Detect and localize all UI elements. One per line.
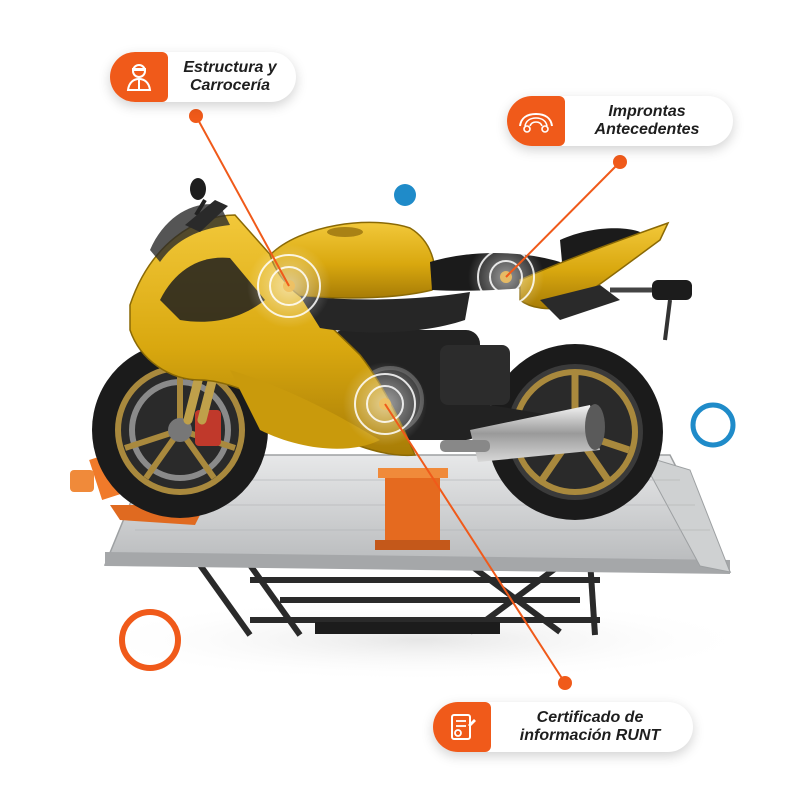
deco-orange-ring xyxy=(119,609,181,671)
callout-imprints-line2: Antecedentes xyxy=(594,121,700,138)
callout-certificate-label: Certificado de información RUNT xyxy=(491,709,693,745)
callout-certificate-line1: Certificado de xyxy=(536,709,644,726)
rear-subframe xyxy=(540,285,620,320)
deco-blue-ring xyxy=(690,402,736,448)
front-wheel xyxy=(92,342,268,518)
callout-structure-line1: Estructura y xyxy=(183,59,277,76)
exhaust xyxy=(440,404,605,462)
certificate-document-icon xyxy=(433,702,491,752)
connector-certificate xyxy=(384,403,572,690)
fuel-cap xyxy=(327,227,363,237)
tail-hanger xyxy=(610,280,692,341)
side-panel xyxy=(300,292,470,333)
callout-imprints-label: Improntas Antecedentes xyxy=(565,103,733,139)
floor-shadow xyxy=(80,598,760,682)
fairing-dark-panel xyxy=(160,257,265,322)
callout-imprints[interactable]: Improntas Antecedentes xyxy=(507,96,733,146)
fingerprint-car-icon xyxy=(507,96,565,146)
callout-imprints-line1: Improntas xyxy=(608,103,686,120)
mechanic-icon xyxy=(110,52,168,102)
center-stand xyxy=(375,468,450,550)
tail-section xyxy=(519,221,670,310)
belly-pan xyxy=(230,370,380,449)
callout-structure-line2: Carrocería xyxy=(189,77,271,94)
mirror xyxy=(185,178,228,232)
lift-frame xyxy=(197,559,600,637)
deco-blue-dot xyxy=(394,184,416,206)
connector-imprints xyxy=(505,155,627,278)
callout-certificate[interactable]: Certificado de información RUNT xyxy=(433,702,693,752)
callout-structure[interactable]: Estructura y Carrocería xyxy=(110,52,296,102)
lift-platform-edge xyxy=(105,552,730,574)
connector-structure xyxy=(189,109,290,287)
callout-certificate-line2: información RUNT xyxy=(519,727,661,744)
lift-ramp xyxy=(638,454,731,573)
lift-base-bar xyxy=(315,622,500,634)
callout-structure-label: Estructura y Carrocería xyxy=(168,59,296,95)
